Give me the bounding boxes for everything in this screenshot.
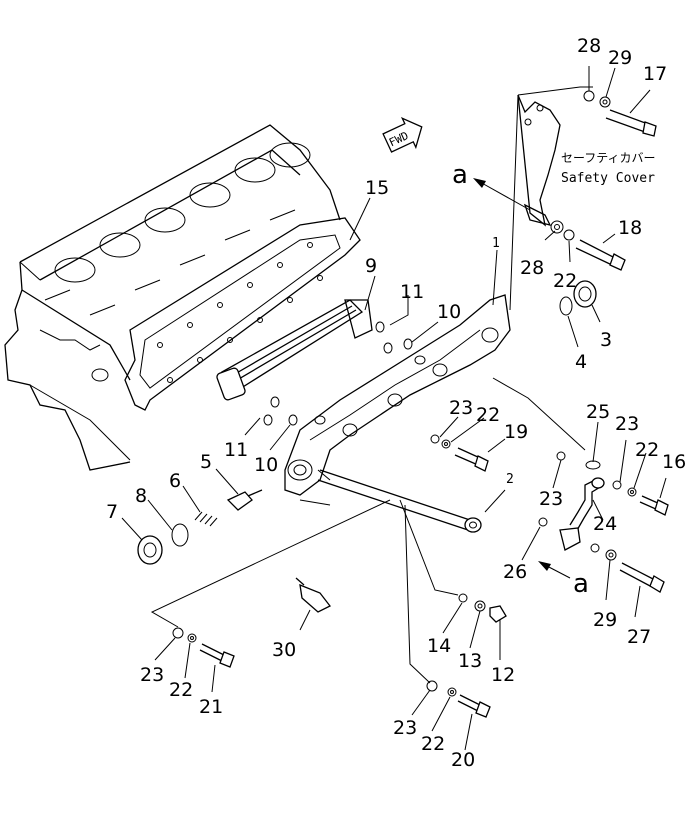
callout-30: 30 (272, 639, 296, 661)
pipe-24 (538, 451, 669, 593)
callout-22-left: 22 (169, 679, 193, 701)
callout-23-pipe: 23 (539, 488, 563, 510)
callout-29: 29 (608, 47, 632, 69)
callout-10-left: 10 (254, 454, 278, 476)
callout-7: 7 (106, 501, 118, 523)
oil-cooler-cover (284, 294, 511, 496)
callout-2: 2 (506, 472, 514, 487)
callout-19: 19 (504, 421, 528, 443)
callout-23-right: 23 (615, 413, 639, 435)
bolt-17 (583, 90, 657, 137)
gasket (124, 217, 361, 411)
callout-15: 15 (365, 177, 389, 199)
callout-27: 27 (627, 626, 651, 648)
callout-8: 8 (135, 485, 147, 507)
ref-a-top: a (452, 160, 468, 190)
callout-20: 20 (451, 749, 475, 771)
callout-5: 5 (200, 451, 212, 473)
reference-arrow-top (473, 178, 531, 211)
callout-1: 1 (492, 236, 500, 251)
callout-18: 18 (618, 217, 642, 239)
callout-23-bottom: 23 (393, 717, 417, 739)
relief-valve-group (137, 489, 263, 565)
callout-28b: 28 (520, 257, 544, 279)
callout-12: 12 (491, 664, 515, 686)
callout-29b: 29 (593, 609, 617, 631)
oil-pipe (317, 469, 482, 533)
callout-22-right: 22 (635, 439, 659, 461)
ref-a-bottom: a (573, 569, 589, 599)
callout-11-top: 11 (400, 281, 424, 303)
callout-4: 4 (575, 351, 587, 373)
callout-22-bottom: 22 (421, 733, 445, 755)
bolt-18 (550, 220, 626, 271)
callout-17: 17 (643, 63, 667, 85)
callout-22-top: 22 (553, 270, 577, 292)
bolt-19 (430, 434, 489, 472)
callout-28: 28 (577, 35, 601, 57)
callout-22-mid: 22 (476, 404, 500, 426)
callout-21: 21 (199, 696, 223, 718)
plug-3 (559, 280, 597, 316)
leader-lines (121, 66, 667, 751)
o-rings (263, 321, 413, 426)
callout-23-left: 23 (140, 664, 164, 686)
callout-14: 14 (427, 635, 451, 657)
callout-25: 25 (586, 401, 610, 423)
fwd-arrow-icon: FWD (382, 116, 423, 153)
nut-group (458, 593, 507, 623)
reference-arrow-bottom (538, 561, 571, 579)
callout-16: 16 (662, 451, 685, 473)
callout-9: 9 (365, 255, 377, 277)
oil-cooler-element (216, 299, 373, 401)
safety-cover-label-jp: セーフティカバー (561, 151, 656, 165)
callout-26: 26 (503, 561, 527, 583)
callout-11-left: 11 (224, 439, 248, 461)
callout-10-top: 10 (437, 301, 461, 323)
engine-block (4, 124, 341, 471)
callout-6: 6 (169, 470, 181, 492)
callout-13: 13 (458, 650, 482, 672)
safety-cover-label-en: Safety Cover (561, 171, 655, 186)
bolt-21 (172, 627, 235, 668)
bolt-20 (426, 680, 491, 718)
callout-23-mid: 23 (449, 397, 473, 419)
sensor-30 (295, 577, 331, 613)
callout-24: 24 (593, 513, 617, 535)
safety-cover (509, 94, 561, 311)
callout-3: 3 (600, 329, 612, 351)
